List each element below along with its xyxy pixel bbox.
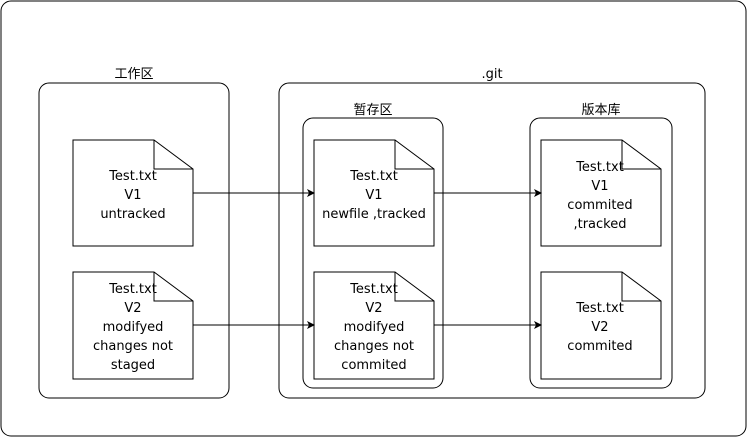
file-w2-line-5: staged	[111, 358, 155, 373]
file-s2: Test.txt V2 modifyed changes not commite…	[313, 271, 435, 380]
file-r2-shape	[540, 271, 662, 380]
file-s1-fold	[394, 140, 434, 170]
file-r1: Test.txt V1 commited ,tracked	[540, 139, 662, 247]
file-r1-fold	[621, 140, 661, 170]
file-r2-line-1: Test.txt	[575, 301, 624, 316]
file-w1-shape	[72, 139, 194, 247]
file-r1-shape	[540, 139, 662, 247]
file-w2-line-1: Test.txt	[108, 282, 157, 297]
file-w2-line-4: changes not	[93, 339, 173, 354]
file-s2-line-1: Test.txt	[349, 282, 398, 297]
file-r2-line-3: commited	[567, 339, 632, 354]
file-w1-line-2: V1	[124, 188, 141, 203]
file-s1-line-3: newfile ,tracked	[322, 207, 426, 222]
file-s1-shape	[313, 139, 435, 247]
git-label: .git	[481, 67, 502, 82]
file-s2-shape	[313, 271, 435, 380]
file-s2-line-4: changes not	[334, 339, 414, 354]
file-w2: Test.txt V2 modifyed changes not staged	[72, 271, 194, 380]
file-w2-shape	[72, 271, 194, 380]
file-r1-line-1: Test.txt	[575, 160, 624, 175]
file-s2-fold	[394, 272, 434, 302]
repo-label: 版本库	[581, 102, 620, 118]
file-s1-line-1: Test.txt	[349, 169, 398, 184]
file-w1: Test.txt V1 untracked	[72, 139, 194, 247]
file-w2-line-3: modifyed	[103, 320, 164, 335]
file-w1-fold	[153, 140, 193, 170]
file-r1-line-3: commited	[567, 198, 632, 213]
file-w1-line-3: untracked	[100, 207, 165, 222]
file-w2-line-2: V2	[124, 301, 141, 316]
file-r2-fold	[621, 272, 661, 302]
file-s2-line-3: modifyed	[344, 320, 405, 335]
file-s2-line-2: V2	[365, 301, 382, 316]
file-r2-line-2: V2	[591, 320, 608, 335]
file-s1-line-2: V1	[365, 188, 382, 203]
working-area-label: 工作区	[114, 67, 153, 82]
file-w1-line-1: Test.txt	[108, 169, 157, 184]
file-r2: Test.txt V2 commited	[540, 271, 662, 380]
file-s1: Test.txt V1 newfile ,tracked	[313, 139, 435, 247]
file-s2-line-5: commited	[341, 358, 406, 373]
file-r1-line-4: ,tracked	[573, 217, 626, 232]
staging-area-label: 暂存区	[353, 103, 392, 118]
file-w2-fold	[153, 272, 193, 302]
file-r1-line-2: V1	[591, 179, 608, 194]
